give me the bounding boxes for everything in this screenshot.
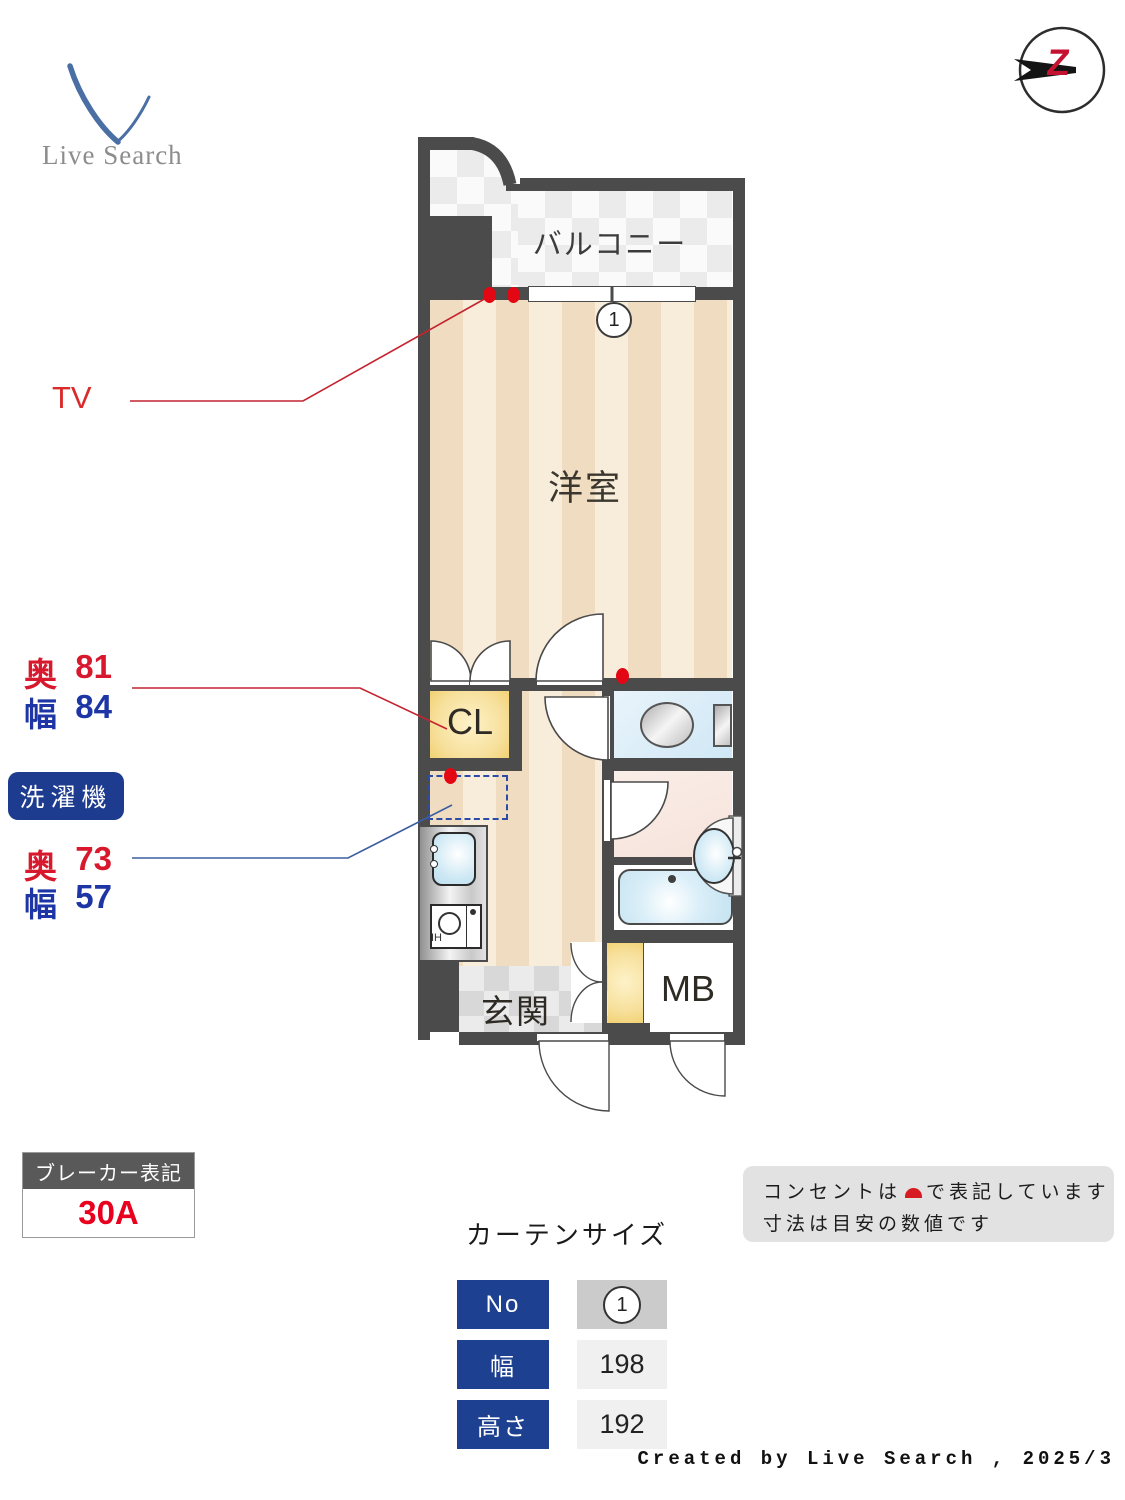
meter-box-floor	[643, 943, 732, 1032]
shoe-cabinet	[607, 941, 643, 1023]
outlet-legend-icon	[905, 1188, 923, 1198]
meter-box-label: MB	[661, 968, 715, 1009]
balcony-window	[528, 286, 696, 302]
outlet-dot-2	[507, 287, 520, 303]
ih-panel-dot	[470, 909, 476, 915]
washer-depth-label: 奥	[24, 848, 57, 885]
logo-text: Live Search	[42, 140, 183, 170]
kitchen-sink	[432, 832, 476, 886]
logo-check-icon-right	[115, 95, 151, 144]
washroom-door-swing	[610, 781, 669, 840]
toilet-tank	[713, 704, 732, 747]
washer-width-value: 57	[75, 878, 112, 915]
faucet-knob-2	[430, 860, 438, 868]
note-line2: 寸法は目安の数値です	[763, 1214, 994, 1235]
balcony-curve-wall	[470, 137, 517, 187]
closet-floor	[430, 691, 510, 758]
ih-panel	[466, 906, 479, 947]
basin-bowl	[693, 828, 735, 884]
outlet-dot-1	[483, 287, 496, 303]
compass-needle	[1014, 59, 1076, 81]
living-room-floor	[430, 287, 732, 678]
ih-burner	[438, 912, 461, 935]
closet-depth-value: 81	[75, 648, 112, 685]
wall-bottom-left-block	[418, 960, 459, 1032]
washer-leader-line	[132, 804, 453, 859]
entrance-inner-door-swing-top	[570, 942, 603, 983]
note-line1-post: で表記しています	[926, 1182, 1110, 1203]
living-door-swing	[535, 613, 604, 682]
balcony-floor	[518, 191, 732, 287]
wall-top-right	[506, 178, 745, 191]
outlet-dot-4	[444, 768, 457, 784]
outlet-dot-3	[616, 668, 629, 684]
bathtub-drain	[668, 875, 676, 883]
wall-closet-right	[509, 678, 522, 771]
toilet-door-swing	[544, 696, 609, 761]
logo-check-icon	[67, 63, 121, 145]
washer-badge: 洗濯機	[8, 772, 124, 820]
basin-faucet	[731, 846, 743, 858]
curtain-row-width-value: 198	[577, 1340, 667, 1389]
wall-washroom-partial	[610, 857, 692, 865]
closet-width-value: 84	[75, 688, 112, 725]
closet-depth-label: 奥	[24, 656, 57, 693]
washer-width-label: 幅	[24, 886, 57, 923]
toilet-bowl	[640, 702, 694, 748]
curtain-row-height-value: 192	[577, 1400, 667, 1449]
window-marker-circle: 1	[596, 302, 632, 338]
breaker-value: 30A	[78, 1194, 139, 1231]
breaker-title: ブレーカー表記	[23, 1153, 194, 1189]
curtain-row-width-header: 幅	[457, 1340, 549, 1389]
washing-machine-space	[427, 775, 508, 820]
entrance-inner-door-swing-bottom	[570, 981, 603, 1023]
wall-pillar	[418, 216, 492, 287]
legend-note: コンセントは で表記しています 寸法は目安の数値です	[743, 1166, 1114, 1242]
tv-leader-line	[130, 296, 489, 402]
closet-width-label: 幅	[24, 696, 57, 733]
wall-toilet-bottom	[602, 758, 745, 771]
curtain-row-height-header: 高さ	[457, 1400, 549, 1449]
wall-closet-bottom	[418, 758, 522, 771]
entrance-door-swing	[538, 1040, 610, 1112]
closet-dims-leader-line	[132, 687, 448, 730]
curtain-no-circle: 1	[603, 1285, 641, 1324]
entrance-label: 玄関	[481, 993, 551, 1030]
closet-label: CL	[446, 701, 494, 742]
faucet-knob-1	[430, 845, 438, 853]
curtain-row-no-header: No	[457, 1280, 549, 1329]
curtain-title: カーテンサイズ	[465, 1220, 669, 1250]
living-room-label: 洋室	[548, 469, 623, 508]
meter-box-door-swing	[669, 1040, 726, 1097]
washer-depth-value: 73	[75, 840, 112, 877]
wall-bath-bottom	[602, 930, 745, 943]
compass-letter: Z	[1044, 42, 1072, 83]
wall-shoe-left	[602, 943, 607, 1023]
breaker-box: ブレーカー表記 30A	[22, 1152, 195, 1238]
wall-top-left	[418, 137, 476, 150]
balcony-label: バルコニー	[532, 229, 688, 261]
wall-shoe-bottom	[602, 1023, 650, 1032]
closet-door-swing-left	[430, 640, 472, 682]
tv-label: TV	[52, 380, 92, 415]
footer-credit: Created by Live Search , 2025/3	[637, 1448, 1115, 1470]
curtain-row-no-value: 1	[577, 1280, 667, 1329]
ih-label: IH	[431, 932, 442, 944]
note-line1-pre: コンセントは	[763, 1182, 902, 1203]
closet-door-swing-right	[469, 640, 511, 682]
